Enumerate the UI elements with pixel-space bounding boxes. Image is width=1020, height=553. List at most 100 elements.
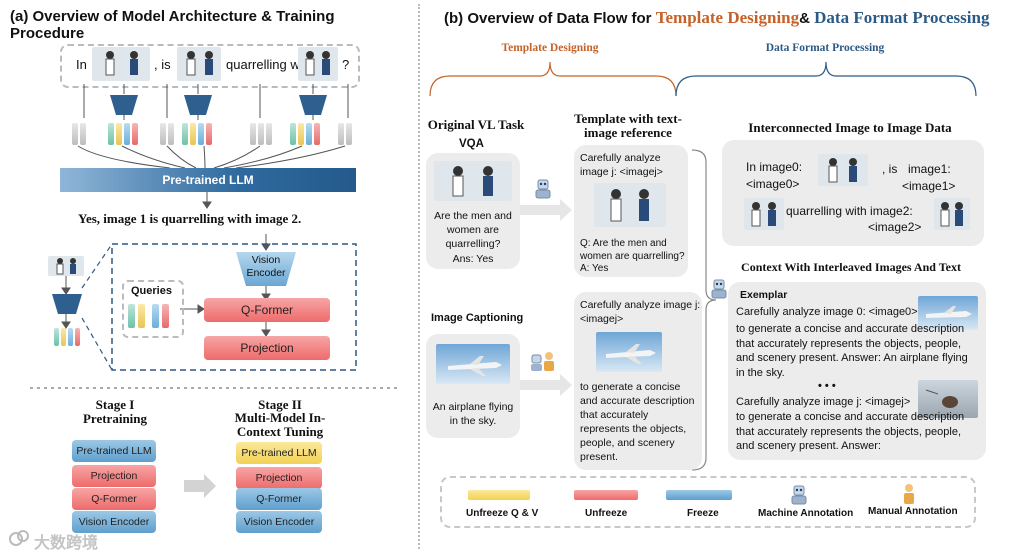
context-p1-body: to generate a concise and accurate descr…: [736, 323, 968, 379]
vqa-template-head: Carefully analyze image j: <imagej>: [580, 152, 663, 178]
caption-card: An airplane flying in the sky.: [426, 334, 520, 438]
column-template: Template with text-image reference: [574, 111, 682, 140]
interconnected-l1d: image1:: [908, 162, 951, 176]
left-panel-title: (a) Overview of Model Architecture & Tra…: [10, 8, 335, 42]
side-input-image: [48, 256, 84, 276]
caption-template-card: Carefully analyze image j: <imagej> to g…: [574, 292, 702, 470]
vqa-template-card: Carefully analyze image j: <imagej> Q: A…: [574, 145, 688, 277]
legend-freeze-swatch: [666, 490, 732, 500]
vqa-template-image: [594, 183, 666, 227]
stage1-qformer-bar: Q-Former: [72, 488, 156, 510]
sentence-word-in: In: [76, 57, 87, 72]
image-encoder-2: [184, 95, 212, 120]
right-connectors: [429, 61, 977, 471]
legend-unfreeze-qv-swatch: [468, 490, 530, 500]
context-card: Exemplar Carefully analyze image 0: <ima…: [728, 282, 986, 460]
caption-title: Image Captioning: [431, 312, 524, 324]
right-title-prefix: (b) Overview of Data Flow for: [444, 10, 656, 27]
legend-manual-label: Manual Annotation: [868, 506, 958, 517]
caption-image: [436, 344, 510, 384]
vqa-image: [434, 161, 512, 201]
stage1-projection-bar: Projection: [72, 465, 156, 487]
watermark-logo: [8, 528, 30, 548]
interconnected-l1c: , is: [882, 162, 898, 176]
model-output-text: Yes, image 1 is quarrelling with image 2…: [78, 211, 302, 226]
projection-label: Projection: [240, 341, 294, 355]
stage2-llm-bar: Pre-trained LLM: [236, 442, 322, 464]
panel-divider: [418, 4, 420, 549]
manual-annotation-icon: [530, 350, 556, 379]
context-p2-head: Carefully analyze image j: <imagej>: [736, 396, 911, 408]
vqa-question: Are the men and women are quarrelling?: [434, 210, 512, 250]
caption-text: An airplane flying in the sky.: [432, 401, 514, 427]
image-encoder-3: [299, 95, 327, 120]
stage2-vision-bar: Vision Encoder: [236, 511, 322, 533]
interconnected-l2a: quarrelling with image2:: [786, 204, 913, 218]
interconnected-l2b: <image2>: [868, 220, 922, 234]
legend-machine-icon: [788, 484, 810, 511]
interconnected-card: In image0: <image0> , is image1: <image1…: [722, 140, 984, 246]
legend-freeze-label: Freeze: [687, 508, 719, 519]
context-image-j: [918, 380, 978, 418]
vqa-card: Are the men and women are quarrelling? A…: [426, 153, 520, 269]
vqa-answer: Ans: Yes: [452, 253, 494, 265]
caption-template-head: Carefully analyze image j: <imagej>: [580, 299, 701, 325]
pretrained-llm-label: Pre-trained LLM: [162, 173, 254, 187]
men-quarrel-image-2: [177, 47, 221, 81]
context-title: Context With Interleaved Images And Text: [741, 260, 961, 274]
context-exemplar: Exemplar: [740, 289, 788, 301]
legend-unfreeze-qv-label: Unfreeze Q & V: [466, 508, 539, 519]
right-title-amp: &: [799, 10, 815, 27]
caption-template-image: [596, 332, 662, 372]
interconnected-l1e: <image1>: [902, 179, 956, 193]
brace-label-template: Template Designing: [501, 42, 599, 54]
vision-encoder-label: Vision Encoder: [246, 254, 286, 279]
context-p1-head: Carefully analyze image 0: <image0>: [736, 306, 918, 318]
stage1-llm-bar: Pre-trained LLM: [72, 440, 156, 462]
architecture-connectors: [30, 84, 400, 498]
interconnected-image-2: [934, 198, 970, 230]
watermark-text: 大数跨境: [34, 535, 99, 552]
image-encoder-1: [110, 95, 138, 120]
vqa-title: VQA: [459, 138, 484, 150]
interconnected-l1a: In image0:: [746, 160, 803, 174]
legend-unfreeze-label: Unfreeze: [585, 508, 628, 519]
sentence-word-question: ?: [342, 57, 350, 72]
men-quarrel-image-1: [92, 47, 150, 81]
interconnected-title: Interconnected Image to Image Data: [748, 120, 952, 135]
right-panel-title: (b) Overview of Data Flow for Template D…: [444, 8, 1014, 28]
projection-block: Projection: [204, 336, 330, 360]
qformer-block: Q-Former: [204, 298, 330, 322]
legend-box: [440, 476, 976, 528]
stage1-vision-bar: Vision Encoder: [72, 511, 156, 533]
sentence-word-quarrelling: quarrelling with: [226, 57, 314, 72]
legend-unfreeze-swatch: [574, 490, 638, 500]
stage2-qformer-bar: Q-Former: [236, 488, 322, 510]
men-quarrel-image-3: [298, 47, 338, 81]
qformer-label: Q-Former: [241, 303, 293, 317]
side-encoder-icon: [52, 294, 82, 319]
brace-label-format: Data Format Processing: [765, 42, 885, 54]
queries-label: Queries: [131, 285, 172, 297]
column-original-task: Original VL Task: [427, 117, 525, 132]
context-dots: • • •: [818, 380, 836, 392]
context-robot-icon: [708, 278, 730, 305]
right-title-template: Template Designing: [655, 8, 800, 27]
input-sentence-box: [60, 44, 360, 88]
interconnected-image-1: [744, 198, 784, 230]
vision-encoder-block: [236, 252, 296, 291]
stage2-projection-bar: Projection: [236, 467, 322, 489]
pretrained-llm-bar: Pre-trained LLM: [60, 168, 356, 192]
sentence-word-is: , is: [154, 57, 171, 72]
caption-template-body: to generate a concise and accurate descr…: [580, 381, 695, 463]
stage2-subtitle: Multi-Model In-Context Tuning: [234, 410, 326, 439]
stage2-title: Stage II: [258, 397, 302, 412]
machine-annotation-icon: [532, 178, 554, 205]
legend-machine-label: Machine Annotation: [758, 508, 854, 519]
legend-manual-icon: [902, 482, 916, 511]
stage1-title: Stage I: [95, 397, 135, 412]
vqa-template-answer: A: Yes: [580, 263, 609, 274]
queries-box: [122, 280, 184, 338]
interconnected-l1b: <image0>: [746, 177, 800, 191]
context-p2-body: to generate a concise and accurate descr…: [736, 411, 965, 452]
